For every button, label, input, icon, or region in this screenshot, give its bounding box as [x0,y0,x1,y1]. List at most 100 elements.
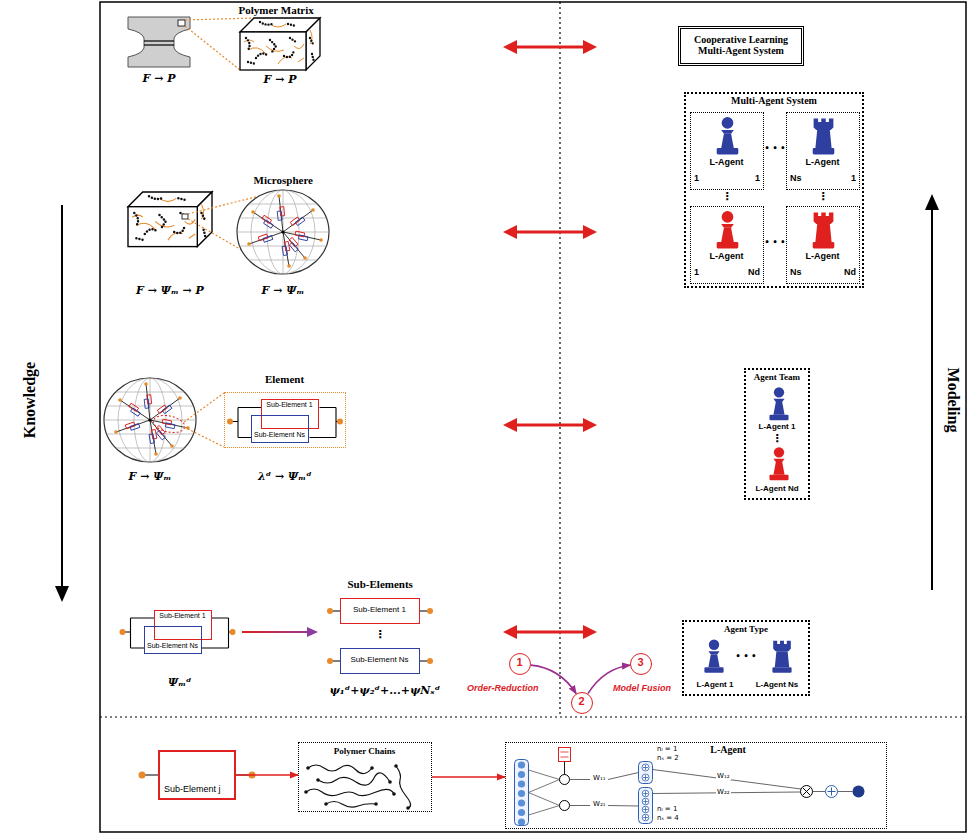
correspondence-arrow [515,631,585,634]
agent-network-box: L-Agentnₗ = 1nₛ = 2nₗ = 1nₛ = 4W₁₁W₂₁W₁₂… [505,742,887,829]
node-title: Sub-Element j [164,784,221,794]
panel-title: Polymer Matrix [239,4,314,16]
node-text: W₂₂ [716,788,731,796]
edge-label: Model Fusion [612,683,672,693]
polymer-cube [182,214,188,219]
microsphere [184,427,224,447]
correspondence-arrow [583,40,597,54]
node-title: L-Agent [691,157,762,167]
neural-network [529,780,560,793]
polymer-chains [370,766,374,770]
polymer-chains [392,792,396,796]
node-text: 1 [694,267,699,277]
neural-network [561,752,569,753]
node-text: Nd [748,267,760,277]
polymer-chains [304,764,410,810]
node-title: Agent Team [746,372,808,382]
agent-piece [813,212,835,248]
correspondence-arrow [515,231,585,234]
polymer-cube [240,18,320,70]
microsphere [152,413,187,435]
microsphere [104,378,196,462]
element-wiring [330,611,430,661]
node-title: 3 [631,656,650,668]
tensile-specimen [144,44,174,45]
neural-network [828,788,836,796]
agent-team-box: Agent TeamL-Agent 1⋮L-Agent Nd [744,368,810,500]
polymer-chains [304,764,410,810]
correspondence-arrow [503,625,517,639]
neural-network [570,805,591,806]
node-title: Sub-Element Ns [252,431,307,438]
neural-network [643,765,648,820]
polymer-chains [394,764,398,768]
agent-cell: L-Agent1Nd [690,206,764,284]
terminal-dot [139,772,146,779]
polymer-chains [396,766,411,808]
panel-title: Microsphere [254,174,313,186]
node-title: L-Agent [678,744,778,755]
node-text: • • • [764,238,786,247]
axis-label: Modeling [944,368,962,433]
polymer-cube [128,192,212,247]
direction-arrow [931,208,933,590]
neural-network [518,809,525,816]
node-title: Sub-Element 1 [262,401,317,408]
terminal-dot [120,419,434,779]
element-wiring [123,408,431,776]
direction-arrow [925,194,939,210]
node-title: 1 [510,656,529,668]
polymer-chains [326,802,376,808]
agent-cell: L-AgentNs1 [786,112,860,190]
node-title: L-Agent [787,251,858,261]
polymer-chains [306,789,394,796]
tensile-specimen [185,18,254,20]
correspondence-arrow [503,40,597,639]
mapping-formula: F → Ψₘ [129,470,172,483]
neural-network [838,791,853,792]
node-title: Sub-Element 1 [341,605,418,614]
node-title: Cooperative Learning Multi-Agent System [683,34,799,56]
agent-piece [772,641,791,673]
agent-cell: L-Agent11 [690,112,764,190]
node-text: W₁₂ [716,772,731,780]
node-text: L-Agent Nd [746,484,808,493]
node-title: Sub-Element 1 [155,612,210,619]
node-text: • • • [764,144,786,153]
node-title: 2 [572,695,591,707]
neural-network [518,761,525,768]
neural-network [559,748,571,762]
sub-element-box: Sub-Element Ns [340,648,420,674]
node-title: Sub-Element Ns [145,642,200,649]
correspondence-arrow [583,418,597,432]
element-box: ElementSub-Element 1Sub-Element Ns [224,392,346,448]
step-circle: 1 [509,653,531,675]
correspondence-arrow [515,424,585,427]
neural-network [801,786,813,798]
node-text: W₁₁ [592,774,607,782]
edge-label: Order-Reduction [466,683,540,693]
node-text: 1 [755,173,760,183]
neural-network [570,779,591,780]
neural-network [608,773,639,780]
neural-network [529,770,560,780]
mapping-formula: F → P [264,73,297,86]
neural-network [518,799,525,806]
correspondence-arrow [583,625,597,639]
neural-network [570,770,853,807]
polymer-chains [316,778,320,782]
polymer-chains [374,802,378,806]
microsphere [104,190,329,462]
node-title: Multi-Agent System [686,95,862,106]
node-title: Agent Type [684,624,808,634]
node-text: Nd [844,267,856,277]
direction-arrow [61,205,63,588]
panel-title: Sub-Elements [348,578,413,590]
terminal-dot [120,629,126,635]
neural-network [608,805,639,807]
neural-network [564,762,565,775]
correspondence-arrow [503,225,517,239]
correspondence-arrow [503,418,517,432]
